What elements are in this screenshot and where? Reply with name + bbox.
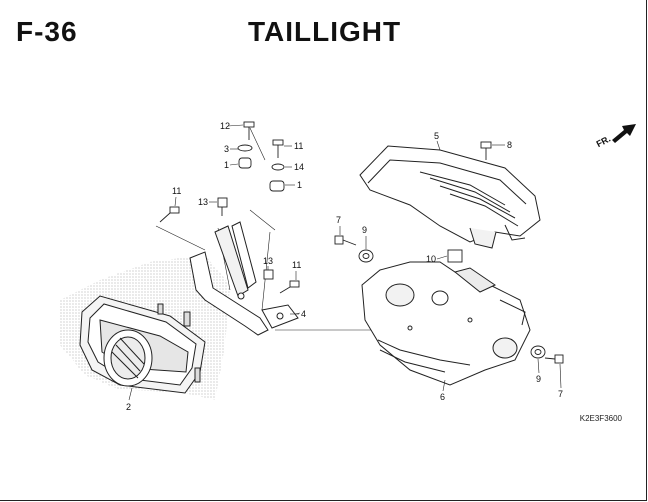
- rear-upper-cover: [359, 145, 541, 249]
- callout-6: 6: [440, 392, 445, 402]
- rear-lower-case: [361, 261, 531, 386]
- callout-labels: 12 3 1 11 14 1 5 8 11 13 13 7 9 10 11 4 …: [126, 121, 563, 412]
- bracket-stay: [189, 221, 299, 336]
- callout-10: 10: [426, 254, 436, 264]
- callout-8: 8: [507, 140, 512, 150]
- reference-code: K2E3F3600: [579, 414, 622, 423]
- callout-1: 1: [224, 160, 229, 170]
- callout-1: 1: [297, 180, 302, 190]
- callout-11: 11: [172, 186, 181, 196]
- section-code: F-36: [16, 16, 78, 47]
- callout-13: 13: [198, 197, 208, 207]
- callout-12: 12: [220, 121, 230, 131]
- front-direction-arrow: FR.: [595, 124, 636, 149]
- diagram-title: TAILLIGHT: [248, 16, 402, 47]
- callout-9: 9: [362, 225, 367, 235]
- callout-13: 13: [263, 256, 273, 266]
- callout-7: 7: [558, 389, 563, 399]
- callout-leaders: [128, 124, 562, 401]
- direction-label: FR.: [595, 134, 612, 150]
- fasteners-left: [159, 121, 300, 294]
- callout-4: 4: [301, 309, 306, 319]
- leader-lines: [155, 127, 395, 331]
- callout-2: 2: [126, 402, 131, 412]
- callout-11: 11: [294, 141, 303, 151]
- tail-lamp-unit: [79, 295, 206, 394]
- fasteners-right: [334, 141, 564, 364]
- callout-5: 5: [434, 131, 439, 141]
- callout-7: 7: [336, 215, 341, 225]
- callout-3: 3: [224, 144, 229, 154]
- callout-14: 14: [294, 162, 304, 172]
- callout-9: 9: [536, 374, 541, 384]
- callout-11: 11: [292, 260, 301, 270]
